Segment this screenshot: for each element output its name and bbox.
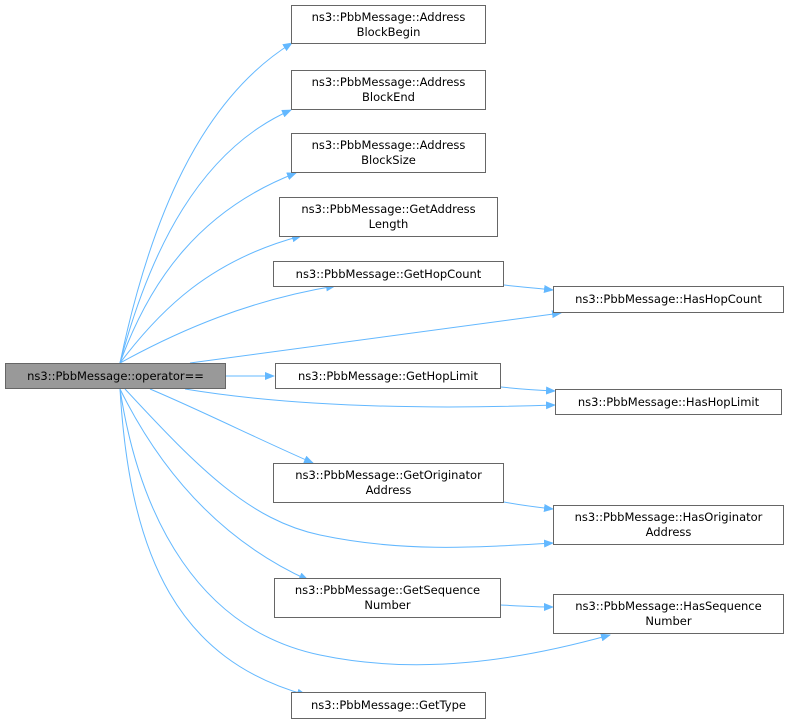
node-has-sequence-number[interactable]: ns3::PbbMessage::HasSequence Number — [553, 594, 784, 634]
node-label: ns3::PbbMessage::HasHopCount — [575, 292, 762, 306]
edge-gethoplimit-hashoplimit — [500, 386, 556, 395]
node-get-type[interactable]: ns3::PbbMessage::GetType — [291, 692, 486, 719]
node-has-hop-limit[interactable]: ns3::PbbMessage::HasHopLimit — [555, 389, 782, 415]
node-address-block-size[interactable]: ns3::PbbMessage::Address BlockSize — [291, 133, 486, 173]
node-label: ns3::PbbMessage::operator== — [27, 368, 204, 383]
edge-root-gettype — [119, 388, 307, 697]
node-label: ns3::PbbMessage::GetHopCount — [295, 266, 482, 281]
edge-root-getsequencenumber — [119, 388, 309, 581]
node-label-line1: ns3::PbbMessage::Address — [311, 9, 466, 24]
node-has-originator-address[interactable]: ns3::PbbMessage::HasOriginator Address — [553, 505, 784, 545]
node-get-sequence-number[interactable]: ns3::PbbMessage::GetSequence Number — [274, 578, 501, 618]
edge-getoriginatoraddress-hasoriginatoraddress — [503, 501, 554, 512]
node-label-line1: ns3::PbbMessage::GetAddress — [301, 202, 476, 216]
node-label-line2: BlockEnd — [362, 90, 415, 104]
node-label-line1: ns3::PbbMessage::HasSequence — [575, 599, 762, 613]
node-address-block-end[interactable]: ns3::PbbMessage::Address BlockEnd — [291, 70, 486, 110]
node-label-line1: ns3::PbbMessage::HasOriginator — [574, 510, 763, 524]
node-label-line1: ns3::PbbMessage::Address — [311, 75, 466, 89]
node-label: ns3::PbbMessage::GetType — [311, 698, 466, 712]
edge-gethopcount-hashopcount — [503, 284, 554, 293]
node-label-line2: Number — [645, 614, 692, 628]
edge-root-addressblocksize — [119, 172, 297, 364]
node-address-block-begin[interactable]: ns3::PbbMessage::Address BlockBegin — [291, 5, 486, 44]
edge-root-addressblockbegin — [119, 42, 293, 364]
edge-root-getoriginatoraddress — [149, 388, 314, 464]
node-label-line2: Number — [364, 598, 411, 612]
edge-root-hassequencenumber — [119, 388, 611, 666]
node-has-hop-count[interactable]: ns3::PbbMessage::HasHopCount — [553, 286, 784, 313]
edge-root-hashopcount — [189, 310, 562, 364]
edge-root-getaddresslength — [119, 234, 302, 364]
node-label-line2: BlockSize — [361, 153, 416, 167]
edge-root-hasoriginatoraddress — [124, 388, 554, 548]
node-label-line2: Length — [368, 217, 409, 231]
node-get-hop-count[interactable]: ns3::PbbMessage::GetHopCount — [273, 261, 504, 287]
node-label-line1: ns3::PbbMessage::Address — [311, 138, 466, 152]
node-label-line2: BlockBegin — [356, 24, 421, 39]
node-label: ns3::PbbMessage::HasHopLimit — [577, 394, 760, 409]
edge-root-addressblockend — [119, 109, 292, 364]
edge-root-hashoplimit — [184, 388, 556, 410]
node-label-line1: ns3::PbbMessage::GetOriginator — [295, 468, 482, 482]
node-root-operator-equals: ns3::PbbMessage::operator== — [5, 363, 226, 389]
node-label-line2: Address — [645, 525, 692, 539]
edge-getsequencenumber-hassequencenumber — [500, 602, 554, 611]
node-label-line2: Address — [365, 483, 412, 497]
node-label: ns3::PbbMessage::GetHopLimit — [297, 368, 479, 383]
node-get-hop-limit[interactable]: ns3::PbbMessage::GetHopLimit — [275, 363, 501, 389]
edge-root-gethopcount — [119, 283, 336, 364]
node-label-line1: ns3::PbbMessage::GetSequence — [294, 583, 481, 597]
node-get-originator-address[interactable]: ns3::PbbMessage::GetOriginator Address — [273, 463, 504, 503]
node-get-address-length[interactable]: ns3::PbbMessage::GetAddress Length — [279, 197, 498, 237]
